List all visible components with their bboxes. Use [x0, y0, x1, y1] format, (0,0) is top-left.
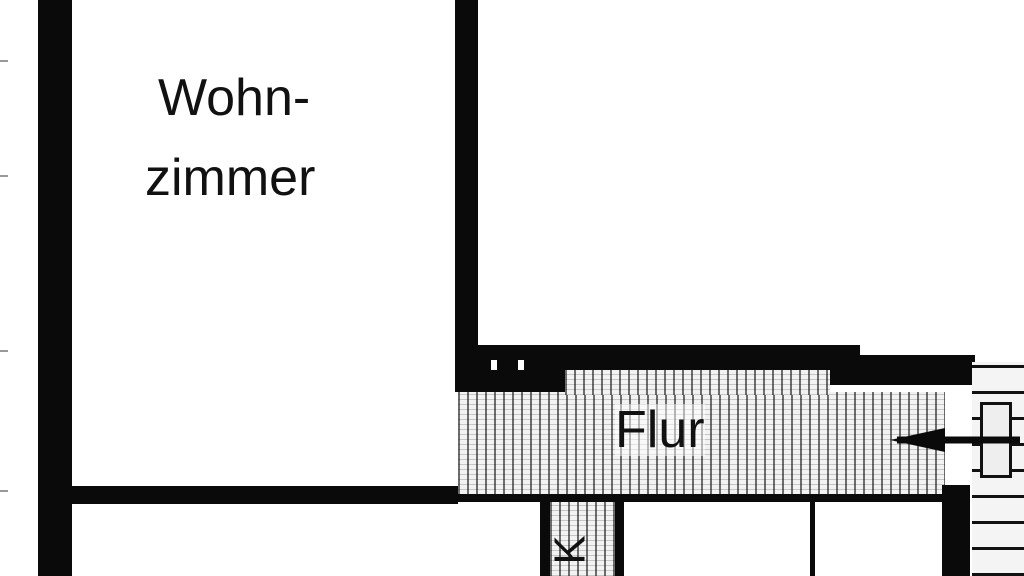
wall-living-room-bottom [72, 486, 458, 504]
margin-tick [0, 175, 8, 177]
wall-opening-mark [518, 360, 524, 370]
entrance-arrow-icon [890, 428, 1020, 452]
wall-vertical [615, 500, 624, 576]
wall-segment-right [830, 355, 975, 385]
wall-vertical-thick [942, 485, 970, 576]
outer-wall-left [38, 0, 72, 576]
margin-tick [0, 60, 8, 62]
hallway-floor-upper [565, 370, 830, 395]
living-room-label-line2: zimmer [145, 149, 316, 207]
margin-tick [0, 490, 8, 492]
wall-living-room-right [455, 0, 478, 392]
wall-vertical [810, 500, 815, 576]
wall-opening-mark [491, 360, 497, 370]
small-room-floor [550, 502, 615, 576]
hallway-label: Flur [615, 401, 705, 459]
small-room-label: K [545, 535, 595, 565]
wall-hallway-bottom [455, 494, 945, 502]
wall-top-room-bottom [458, 345, 860, 370]
margin-tick [0, 350, 8, 352]
wall-vertical [540, 500, 550, 576]
stairs-icon [972, 362, 1024, 576]
wall-segment [458, 368, 565, 392]
living-room-label-line1: Wohn- [158, 69, 311, 127]
